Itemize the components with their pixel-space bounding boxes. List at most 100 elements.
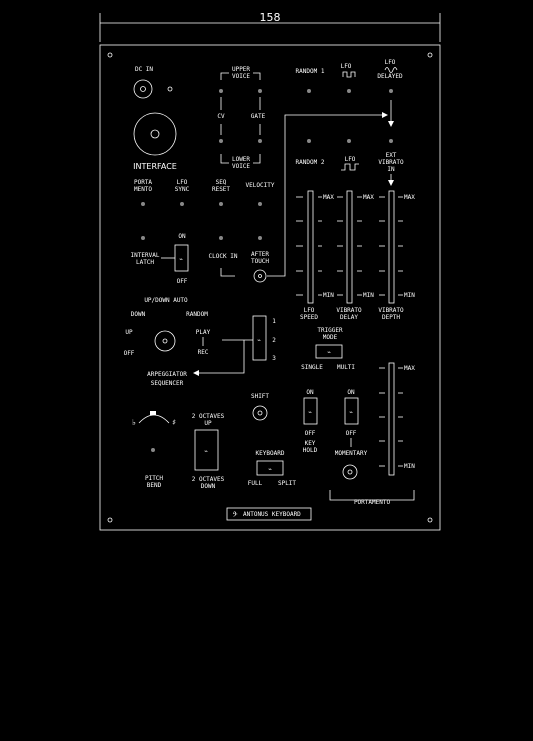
split-label: SPLIT bbox=[278, 480, 296, 487]
arp-mode-knob[interactable] bbox=[154, 330, 176, 352]
portamento-switch[interactable] bbox=[344, 397, 359, 425]
pitch-bend-wheel-hole[interactable] bbox=[151, 448, 155, 452]
key-hold-label: KEY bbox=[305, 440, 316, 447]
mount-hole bbox=[107, 517, 113, 523]
mount-hole bbox=[107, 52, 113, 58]
after-touch-label: AFTER bbox=[251, 251, 269, 258]
lower-voice-label: LOWER bbox=[232, 156, 250, 163]
velocity-label: VELOCITY bbox=[246, 182, 275, 189]
vibrato-depth-label-2: DEPTH bbox=[382, 314, 400, 321]
random2-jack[interactable] bbox=[307, 139, 311, 143]
slider-track bbox=[346, 190, 353, 304]
play-label: PLAY bbox=[196, 329, 211, 336]
arrow-right-icon bbox=[382, 112, 388, 118]
interval-latch-label-2: LATCH bbox=[136, 259, 154, 266]
sw3-label: 3 bbox=[272, 355, 276, 362]
after-touch-jack[interactable] bbox=[253, 269, 267, 283]
shift-button[interactable] bbox=[252, 405, 268, 421]
switch-lever-icon: ⌁ bbox=[204, 448, 208, 455]
arpeggiator-label: ARPEGGIATOR bbox=[147, 371, 187, 378]
jack[interactable] bbox=[258, 236, 262, 240]
sharp-icon: ♯ bbox=[172, 418, 176, 427]
gate-lower-jack[interactable] bbox=[258, 139, 262, 143]
interface-connector[interactable] bbox=[133, 112, 177, 156]
switch-lever-icon: ⌁ bbox=[308, 409, 312, 416]
lfo-top-jack[interactable] bbox=[347, 89, 351, 93]
vibrato-delay-slider[interactable] bbox=[337, 190, 362, 304]
lfo-delayed-label-2: DELAYED bbox=[377, 73, 403, 80]
lfo-speed-slider[interactable] bbox=[296, 190, 322, 304]
switch-lever-icon: ⌁ bbox=[349, 409, 353, 416]
arp-routing-line bbox=[196, 339, 253, 374]
vibrato-delay-label-2: DELAY bbox=[340, 314, 358, 321]
bass-clef-icon: 𝄢 bbox=[232, 511, 237, 520]
portamento-bracket bbox=[329, 490, 415, 501]
single-label: SINGLE bbox=[301, 364, 323, 371]
arrow-left-icon bbox=[193, 370, 199, 376]
interval-on-label: ON bbox=[178, 233, 186, 240]
lfo-mid-jack[interactable] bbox=[347, 139, 351, 143]
up-label: UP bbox=[125, 329, 133, 336]
vibrato-depth-slider[interactable] bbox=[379, 190, 403, 304]
after-touch-label-2: TOUCH bbox=[251, 258, 269, 265]
clock-routing-line bbox=[220, 268, 235, 277]
gate-upper-jack[interactable] bbox=[258, 89, 262, 93]
routing-line bbox=[267, 114, 384, 277]
cv-lower-jack[interactable] bbox=[219, 139, 223, 143]
multi-label: MULTI bbox=[337, 364, 355, 371]
jack[interactable] bbox=[141, 236, 145, 240]
lfo-top-label: LFO bbox=[341, 63, 352, 70]
cv-upper-jack[interactable] bbox=[219, 89, 223, 93]
dc-in-jack[interactable] bbox=[133, 79, 153, 99]
seq-reset-label-2: RESET bbox=[212, 186, 230, 193]
key-hold-switch[interactable] bbox=[303, 397, 318, 425]
clock-in-label: CLOCK IN bbox=[209, 253, 238, 260]
switch-lever-icon: ⌁ bbox=[179, 256, 183, 263]
arp-3way-switch[interactable] bbox=[252, 315, 267, 361]
lfo-sync-label: LFO bbox=[177, 179, 188, 186]
max-label: MAX bbox=[323, 194, 334, 201]
keyboard-split-switch[interactable] bbox=[256, 460, 284, 476]
jack[interactable] bbox=[219, 236, 223, 240]
lfo-delayed-jack[interactable] bbox=[389, 89, 393, 93]
mount-hole bbox=[427, 517, 433, 523]
ext-vibrato-label-3: IN bbox=[387, 166, 395, 173]
rec-label: REC bbox=[198, 349, 209, 356]
pitch-bend-center-mark bbox=[150, 411, 156, 415]
velocity-jack[interactable] bbox=[258, 202, 262, 206]
portamento-jack[interactable] bbox=[141, 202, 145, 206]
trigger-mode-switch[interactable] bbox=[315, 344, 343, 359]
key-hold-on-label: ON bbox=[306, 389, 314, 396]
portamento-on-label: ON bbox=[347, 389, 355, 396]
cv-label: CV bbox=[217, 113, 225, 120]
mount-hole bbox=[427, 52, 433, 58]
seq-reset-jack[interactable] bbox=[219, 202, 223, 206]
random1-jack[interactable] bbox=[307, 89, 311, 93]
interval-latch-label: INTERVAL bbox=[131, 252, 160, 259]
max-label: MAX bbox=[363, 194, 374, 201]
interface-label: INTERFACE bbox=[133, 162, 177, 171]
width-label: 158 bbox=[260, 11, 281, 24]
switch-lever-icon: ⌁ bbox=[268, 466, 272, 473]
portamento-slider[interactable] bbox=[379, 362, 403, 476]
brand-badge bbox=[226, 507, 312, 521]
ext-vibrato-label-2: VIBRATO bbox=[378, 159, 404, 166]
full-label: FULL bbox=[248, 480, 263, 487]
min-label: MIN bbox=[363, 292, 374, 299]
panel-outline bbox=[99, 44, 441, 531]
after-touch-jack-inner bbox=[258, 274, 262, 278]
keyboard-label: KEYBOARD bbox=[256, 450, 285, 457]
square-wave-icon bbox=[341, 163, 359, 171]
slider-track bbox=[388, 190, 395, 304]
lfo-sync-jack[interactable] bbox=[180, 202, 184, 206]
arp-mode-knob-center bbox=[162, 338, 168, 344]
min-label: MIN bbox=[323, 292, 334, 299]
slider-track bbox=[307, 190, 314, 304]
ext-vibrato-label: EXT bbox=[386, 152, 397, 159]
slider-track bbox=[388, 362, 395, 476]
portamento-button[interactable] bbox=[342, 464, 358, 480]
sequencer-label: SEQUENCER bbox=[151, 380, 184, 387]
ext-vibrato-jack[interactable] bbox=[389, 139, 393, 143]
octave-switch[interactable] bbox=[194, 429, 219, 471]
